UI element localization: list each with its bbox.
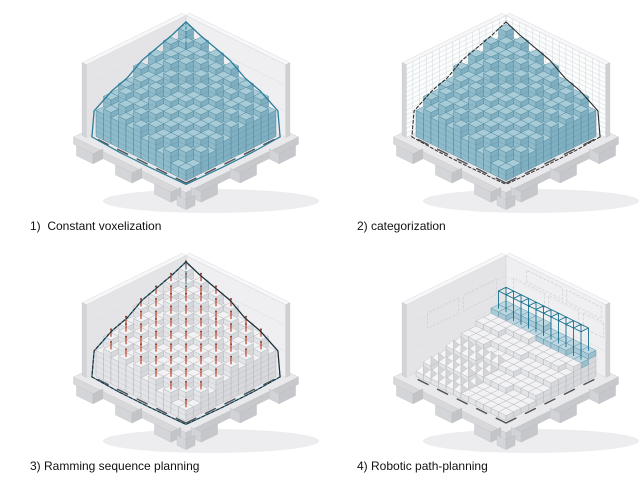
scene-robotic-path-planning — [393, 253, 639, 453]
panel-caption: 2) categorization — [357, 219, 446, 233]
panel-ramming-sequence-planning: 3) Ramming sequence planning — [0, 240, 320, 480]
scene-ramming-sequence-planning — [73, 253, 319, 453]
panel-caption: 4) Robotic path-planning — [357, 459, 488, 473]
scene-categorization — [393, 13, 639, 213]
panel-categorization: 2) categorization — [320, 0, 640, 240]
panel-caption: 3) Ramming sequence planning — [30, 459, 200, 473]
panel-constant-voxelization: 1) Constant voxelization — [0, 0, 320, 240]
panel-caption: 1) Constant voxelization — [30, 219, 162, 233]
panel-robotic-path-planning: 4) Robotic path-planning — [320, 240, 640, 480]
scene-constant-voxelization — [73, 13, 319, 213]
